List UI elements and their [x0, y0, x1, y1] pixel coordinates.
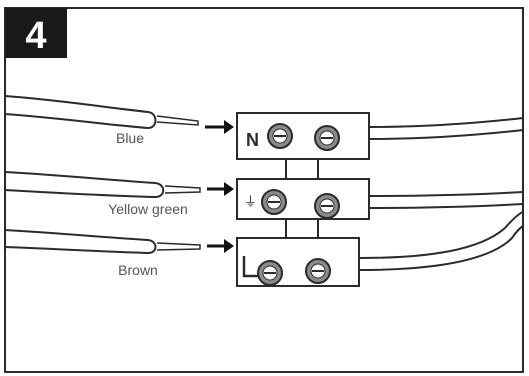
wire-label-blue: Blue — [116, 130, 144, 146]
blue-wire-conductor — [156, 115, 199, 126]
blue-wire-insulation — [4, 95, 157, 130]
block-bridges — [285, 159, 319, 238]
live-bracket-icon — [242, 256, 258, 278]
earth-symbol-icon: ⏚ — [244, 194, 257, 209]
wire-label-yellow-green: Yellow green — [108, 201, 188, 217]
cable-out-l — [358, 211, 524, 271]
blue-arrow-icon — [205, 120, 234, 134]
step-badge: 4 — [5, 8, 67, 58]
yellow-green-arrow-icon — [207, 182, 234, 196]
brown-wire-insulation — [4, 229, 157, 255]
screw-icon — [261, 189, 287, 215]
yellow-green-wire-conductor — [164, 185, 201, 194]
step-number: 4 — [25, 15, 46, 57]
wire-row-yellow-green: Yellow green ⏚ — [4, 171, 524, 220]
wire-row-blue: Blue N — [4, 95, 524, 160]
terminal-block-n — [236, 112, 370, 160]
screw-icon — [305, 258, 331, 284]
cable-out-earth — [368, 191, 524, 209]
terminal-block-l — [236, 237, 360, 287]
cable-out-n — [368, 117, 524, 140]
screw-icon — [257, 260, 283, 286]
screw-icon — [267, 123, 293, 149]
yellow-green-wire-insulation — [4, 171, 165, 199]
terminal-symbol-n: N — [246, 130, 259, 150]
wire-row-brown: Brown — [4, 211, 524, 287]
step-badge-bg — [5, 8, 67, 58]
screw-icon — [314, 125, 340, 151]
brown-wire-conductor — [156, 242, 201, 251]
screw-icon — [314, 193, 340, 219]
terminal-block-earth — [236, 178, 370, 220]
wire-label-brown: Brown — [118, 262, 158, 278]
brown-arrow-icon — [207, 239, 234, 253]
